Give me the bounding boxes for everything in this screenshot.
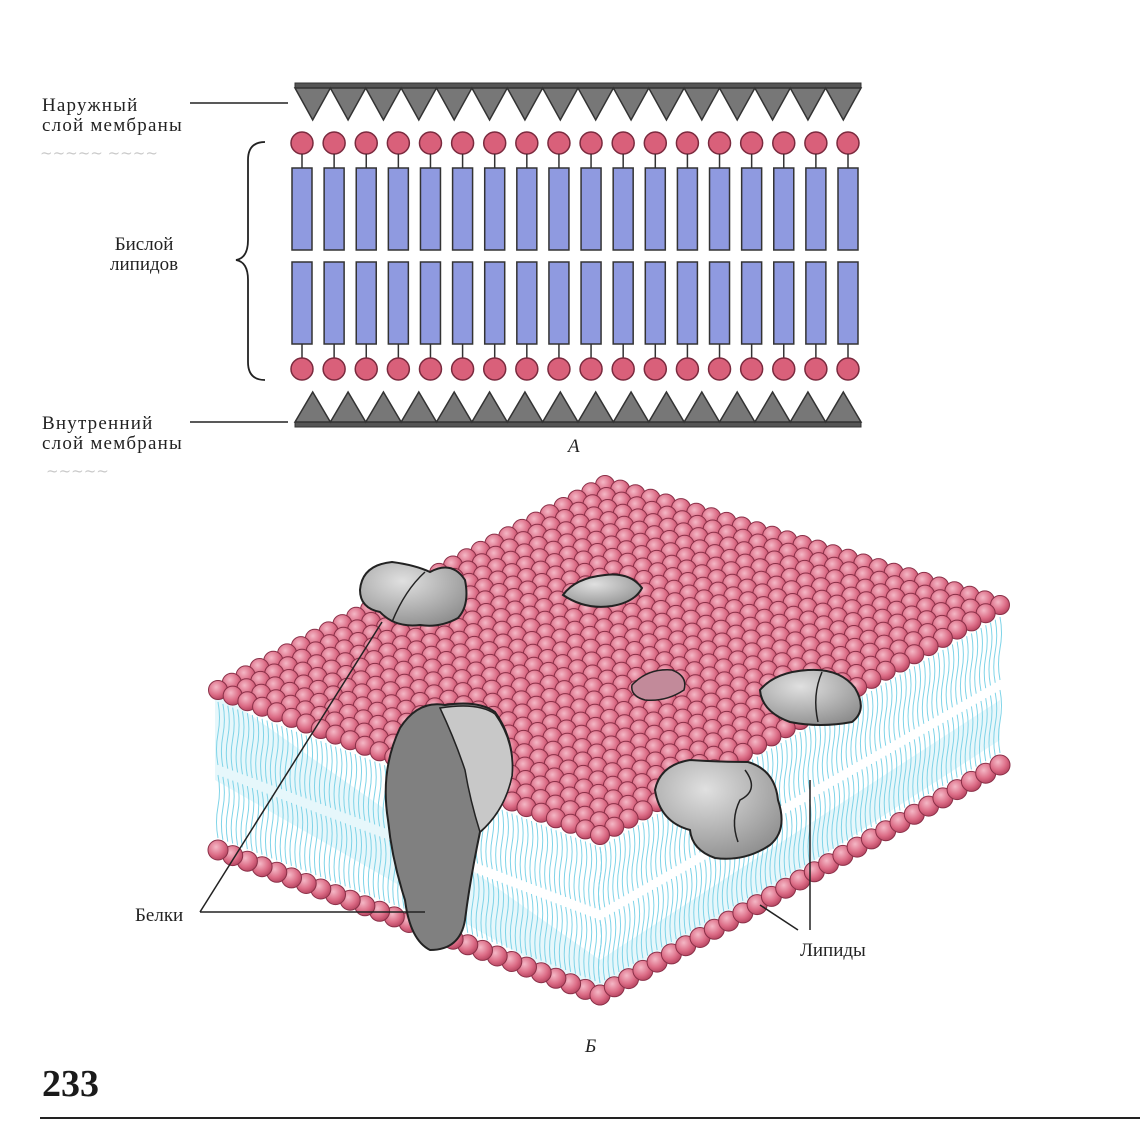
inner-layer-label-line-1: Внутренний	[42, 414, 183, 434]
inner-layer-label: Внутренний слой мембраны	[42, 414, 183, 454]
bilayer-label-line-1: Бислой	[110, 235, 178, 255]
bilayer-label-line-2: липидов	[110, 255, 178, 275]
protein-front-right	[655, 760, 782, 859]
proteins-label: Белки	[135, 906, 183, 926]
pencil-note-2: ~~~~~	[46, 462, 109, 480]
pencil-note-1: ~~~~~ ~~~~	[40, 144, 158, 162]
inner-layer-label-line-2: слой мембраны	[42, 434, 183, 454]
footer-rule	[40, 1117, 1140, 1119]
figure-b-caption: Б	[585, 1037, 596, 1057]
figure-a-caption: А	[568, 437, 580, 457]
outer-layer-label: Наружный слой мембраны	[42, 96, 183, 136]
lipids-label: Липиды	[800, 941, 866, 961]
outer-layer-label-line-2: слой мембраны	[42, 116, 183, 136]
page-number: 233	[42, 1062, 99, 1106]
outer-layer-label-line-1: Наружный	[42, 96, 183, 116]
bilayer-label: Бислой липидов	[110, 235, 178, 275]
